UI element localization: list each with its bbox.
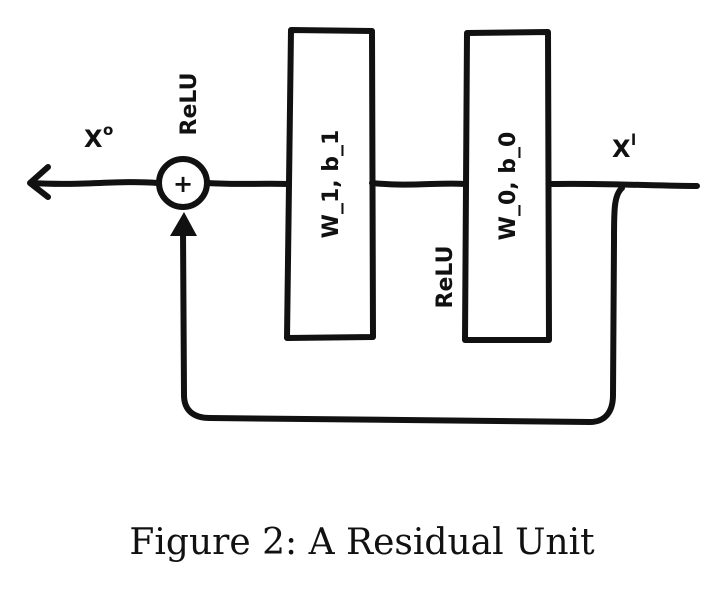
figure-caption: Figure 2: A Residual Unit xyxy=(129,522,595,563)
svg-text:o: o xyxy=(103,121,113,139)
output-arrowhead xyxy=(27,164,51,200)
output-line xyxy=(29,179,161,187)
svg-text:X: X xyxy=(612,135,631,163)
input-label: X l xyxy=(612,131,636,163)
layer-1-label: W_1, b_1 xyxy=(319,130,344,239)
svg-text:l: l xyxy=(631,131,636,149)
sum-symbol: + xyxy=(173,170,193,198)
svg-text:X: X xyxy=(84,125,103,153)
relu-label-top: ReLU xyxy=(177,73,202,136)
layer-1-box xyxy=(284,27,376,341)
main-path-line xyxy=(549,180,700,189)
link-layer1-sum xyxy=(205,180,292,187)
layer-0-box xyxy=(462,29,552,343)
sum-node xyxy=(156,156,210,210)
skip-arrowhead xyxy=(170,212,197,236)
layer-0-label: W_0, b_0 xyxy=(496,132,521,241)
relu-label-middle: ReLU xyxy=(433,246,458,309)
output-label: X o xyxy=(84,121,113,153)
link-layer0-layer1 xyxy=(369,180,468,188)
skip-connection-line xyxy=(180,185,625,425)
residual-unit-diagram: + W_1, b_1 W_0, b_0 ReLU ReLU X o X l xyxy=(27,27,700,425)
